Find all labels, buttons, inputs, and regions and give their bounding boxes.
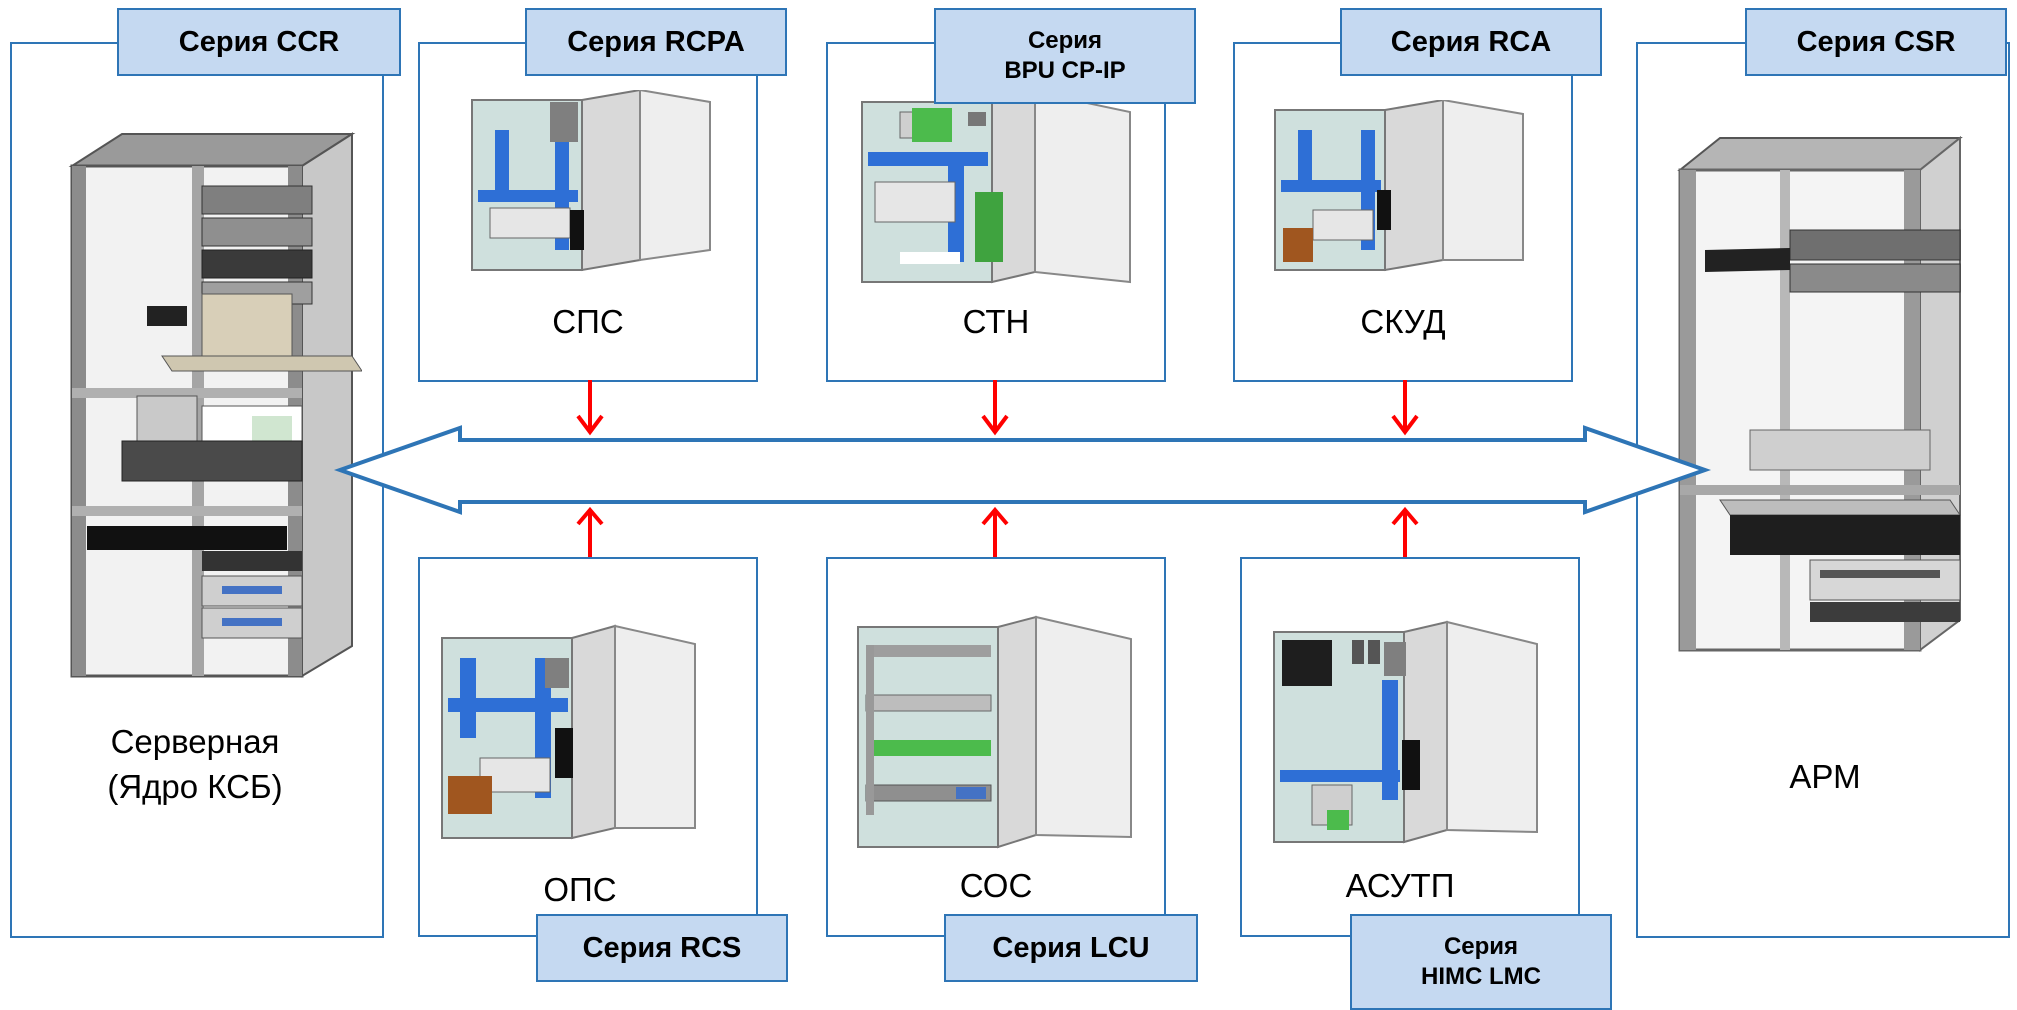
series-tag-himc: Серия HIMC LMC — [1350, 914, 1612, 1010]
series-tag-rca: Серия RCA — [1340, 8, 1602, 76]
series-tag-lcu: Серия LCU — [944, 914, 1198, 982]
red-arrow-stn — [981, 380, 1009, 436]
series-tag-rcs: Серия RCS — [536, 914, 788, 982]
red-arrow-ops — [576, 506, 604, 557]
label-stn: СТН — [962, 303, 1030, 340]
red-arrow-asutp — [1391, 506, 1419, 557]
red-arrow-sps — [576, 380, 604, 436]
electrical-cabinet-icon — [440, 618, 700, 858]
label-asutp: АСУТП — [1345, 867, 1455, 904]
server-rack-icon — [1660, 130, 1980, 660]
electrical-cabinet-icon — [1272, 620, 1542, 860]
series-tag-ccr: Серия CCR — [117, 8, 401, 76]
red-arrow-skud — [1391, 380, 1419, 436]
server-rack-icon — [52, 126, 362, 686]
label-skud: СКУД — [1360, 303, 1446, 340]
label-sos: СОС — [959, 867, 1033, 904]
label-workstation: АРМ — [1789, 758, 1861, 795]
series-tag-bpu: Серия BPU CP-IP — [934, 8, 1196, 104]
electrical-cabinet-icon — [860, 92, 1135, 302]
ethernet-bus-label: ЕСПД (Ethernet) — [894, 456, 1106, 487]
label-ops: ОПС — [543, 871, 617, 908]
label-server-room: Серверная (Ядро КСБ) — [107, 723, 283, 805]
series-tag-csr: Серия CSR — [1745, 8, 2007, 76]
series-tag-rcpa: Серия RCPA — [525, 8, 787, 76]
label-sps: СПС — [552, 303, 624, 340]
electrical-cabinet-icon — [1273, 100, 1528, 280]
red-arrow-sos — [981, 506, 1009, 557]
electrical-cabinet-icon — [470, 90, 715, 280]
electrical-cabinet-icon — [856, 615, 1136, 865]
